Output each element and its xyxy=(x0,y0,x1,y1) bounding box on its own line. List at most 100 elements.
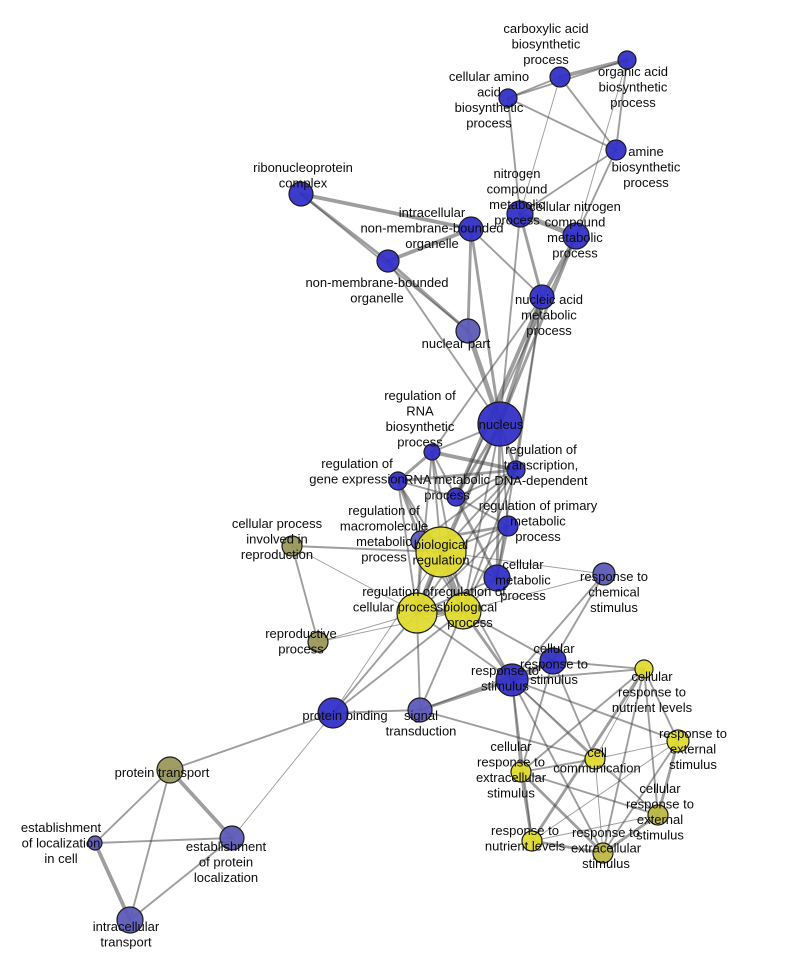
node-cellular-metabolic-process[interactable] xyxy=(483,564,511,592)
edge-cellular-response-to-extracellular-stimulus--response-to-extracellular-stimulus xyxy=(519,770,605,855)
node-nitrogen-compound-metabolic-process[interactable] xyxy=(506,200,534,228)
edge-regulation-of-transcription-dna-dependent--rna-metabolic-process xyxy=(455,469,517,498)
node-cellular-response-to-stimulus[interactable] xyxy=(539,647,567,675)
edge-protein-transport--intracellular-transport xyxy=(129,769,171,921)
edge-intracellular-non-membrane-bounded-organelle--nucleic-acid-metabolic-process xyxy=(470,228,543,298)
edge-cellular-response-to-nutrient-levels--response-to-external-stimulus xyxy=(643,668,679,742)
node-signal-transduction[interactable] xyxy=(407,697,433,723)
node-biological-regulation[interactable] xyxy=(415,526,467,578)
node-response-to-chemical-stimulus[interactable] xyxy=(592,562,616,586)
edge-cell-communication--cellular-response-to-external-stimulus xyxy=(594,758,659,816)
edge-protein-binding--protein-transport xyxy=(169,712,334,771)
node-response-to-stimulus[interactable] xyxy=(495,663,529,697)
node-intracellular-non-membrane-bounded-organelle[interactable] xyxy=(458,216,484,242)
node-regulation-of-cellular-process[interactable] xyxy=(396,592,438,634)
node-response-to-nutrient-levels[interactable] xyxy=(521,830,543,852)
node-establishment-of-protein-localization[interactable] xyxy=(219,825,245,851)
node-nuclear-part[interactable] xyxy=(455,318,481,344)
edge-response-to-chemical-stimulus--cellular-response-to-stimulus xyxy=(552,573,605,662)
node-regulation-of-gene-expression[interactable] xyxy=(388,471,408,491)
node-establishment-of-localization-in-cell[interactable] xyxy=(87,835,103,851)
node-organic-acid-biosynthetic-process[interactable] xyxy=(617,50,637,70)
edge-cellular-amino-acid-biosynthetic-process--amine-biosynthetic-process xyxy=(507,97,617,151)
edge-non-membrane-bounded-organelle--nucleus xyxy=(387,260,501,425)
edge-regulation-of-transcription-dna-dependent--regulation-of-biological-process xyxy=(462,469,517,612)
node-non-membrane-bounded-organelle[interactable] xyxy=(376,249,400,273)
edge-regulation-of-transcription-dna-dependent--regulation-of-gene-expression xyxy=(396,468,518,483)
node-amine-biosynthetic-process[interactable] xyxy=(605,139,627,161)
node-cellular-response-to-nutrient-levels[interactable] xyxy=(634,659,654,679)
edge-cellular-response-to-nutrient-levels--cellular-response-to-extracellular-stimulus xyxy=(520,668,645,773)
edge-regulation-of-primary-metabolic-process--regulation-of-cellular-process xyxy=(416,525,509,614)
edges-layer xyxy=(93,58,680,922)
edge-cellular-response-to-stimulus--cellular-response-to-nutrient-levels xyxy=(552,660,645,670)
edge-regulation-of-gene-expression--regulation-of-cellular-process xyxy=(397,480,418,614)
edge-cellular-response-to-nutrient-levels--cellular-response-to-external-stimulus xyxy=(643,668,659,816)
edge-signal-transduction--cell-communication xyxy=(419,709,596,760)
edge-organic-acid-biosynthetic-process--cellular-nitrogen-compound-metabolic-process xyxy=(575,59,628,237)
node-cellular-nitrogen-compound-metabolic-process[interactable] xyxy=(562,222,590,250)
node-ribonucleoprotein-complex[interactable] xyxy=(288,181,314,207)
node-protein-binding[interactable] xyxy=(317,697,349,729)
edge-nucleic-acid-metabolic-process--rna-metabolic-process xyxy=(454,295,544,499)
edge-nucleic-acid-metabolic-process--regulation-of-rna-biosynthetic-process xyxy=(431,296,543,453)
edge-carboxylic-acid-biosynthetic-process--nitrogen-compound-metabolic-process xyxy=(519,76,561,215)
node-cellular-process-involved-in-reproduction[interactable] xyxy=(281,535,303,557)
node-carboxylic-acid-biosynthetic-process[interactable] xyxy=(549,66,571,88)
node-regulation-of-rna-biosynthetic-process[interactable] xyxy=(423,443,441,461)
edge-response-to-stimulus--cellular-response-to-external-stimulus xyxy=(511,679,659,816)
edge-cell-communication--response-to-extracellular-stimulus xyxy=(594,758,604,854)
edge-non-membrane-bounded-organelle--nuclear-part xyxy=(386,259,470,333)
node-cellular-response-to-external-stimulus[interactable] xyxy=(647,804,669,826)
edge-intracellular-non-membrane-bounded-organelle--nucleus xyxy=(469,227,502,426)
node-regulation-of-transcription-dna-dependent[interactable] xyxy=(506,460,526,480)
node-nucleic-acid-metabolic-process[interactable] xyxy=(529,284,555,310)
node-response-to-external-stimulus[interactable] xyxy=(666,729,690,753)
node-intracellular-transport[interactable] xyxy=(116,906,144,934)
node-regulation-of-primary-metabolic-process[interactable] xyxy=(497,515,519,537)
edge-establishment-of-localization-in-cell--establishment-of-protein-localization xyxy=(94,837,233,844)
edge-regulation-of-cellular-process--cellular-process-involved-in-reproduction xyxy=(291,545,418,614)
node-rna-metabolic-process[interactable] xyxy=(446,487,466,507)
node-regulation-of-biological-process[interactable] xyxy=(444,592,482,630)
edge-protein-binding--regulation-of-cellular-process xyxy=(332,612,418,714)
edge-response-to-chemical-stimulus--regulation-of-biological-process xyxy=(462,573,605,612)
edge-cellular-response-to-extracellular-stimulus--response-to-nutrient-levels xyxy=(519,770,534,843)
edge-amine-biosynthetic-process--cellular-nitrogen-compound-metabolic-process xyxy=(575,149,617,237)
node-reproductive-process[interactable] xyxy=(307,631,329,653)
edge-cell-communication--cellular-response-to-extracellular-stimulus xyxy=(520,758,596,773)
node-protein-transport[interactable] xyxy=(156,756,184,784)
edge-regulation-of-gene-expression--regulation-of-macromolecule-metabolic-process xyxy=(396,479,423,543)
node-cell-communication[interactable] xyxy=(584,748,606,770)
node-cellular-response-to-extracellular-stimulus[interactable] xyxy=(510,761,532,783)
edge-intracellular-non-membrane-bounded-organelle--non-membrane-bounded-organelle xyxy=(386,227,473,263)
node-response-to-extracellular-stimulus[interactable] xyxy=(592,842,614,864)
node-cellular-amino-acid-biosynthetic-process[interactable] xyxy=(498,88,518,108)
edge-cellular-amino-acid-biosynthetic-process--nitrogen-compound-metabolic-process xyxy=(507,97,521,215)
edge-biological-regulation--response-to-chemical-stimulus xyxy=(440,551,605,575)
node-nucleus[interactable] xyxy=(477,401,523,447)
edge-nitrogen-compound-metabolic-process--nucleic-acid-metabolic-process xyxy=(518,212,544,299)
edge-amine-biosynthetic-process--nitrogen-compound-metabolic-process xyxy=(519,149,617,215)
